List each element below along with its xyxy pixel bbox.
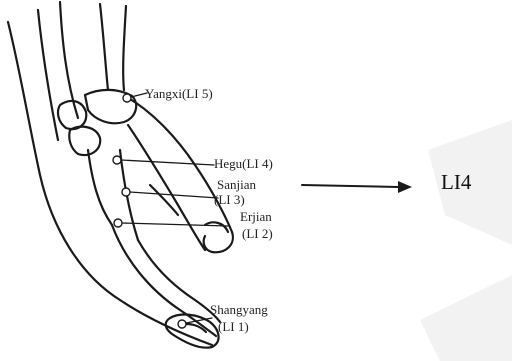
label-li3-name: Sanjian (217, 178, 256, 192)
hand-outline (8, 2, 233, 348)
callout-label: LI4 (441, 170, 471, 195)
point-li1 (178, 320, 186, 328)
point-li4 (113, 156, 121, 164)
callout-arrow (302, 181, 412, 193)
watermark-shapes (420, 120, 512, 361)
label-li1-name: Shangyang (210, 303, 268, 317)
label-li2-name: Erjian (240, 210, 272, 224)
label-li3-code: (LI 3) (214, 193, 245, 207)
label-li4: Hegu(LI 4) (214, 157, 273, 171)
label-li5: Yangxi(LI 5) (145, 87, 213, 101)
label-li2-code: (LI 2) (242, 227, 273, 241)
point-li5 (123, 94, 131, 102)
leader-lines (121, 93, 228, 323)
point-li3 (122, 188, 130, 196)
label-li1-code: (LI 1) (218, 320, 249, 334)
point-li2 (114, 219, 122, 227)
